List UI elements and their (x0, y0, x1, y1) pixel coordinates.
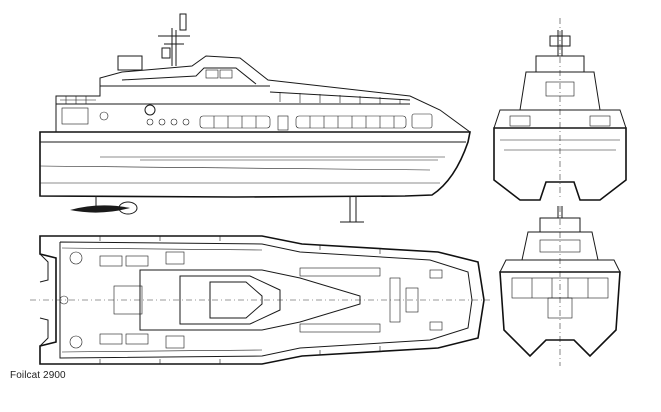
side-profile-view (39, 13, 471, 223)
drawing-caption: Foilcat 2900 (10, 370, 66, 381)
plan-view (30, 235, 490, 365)
bow-view (499, 206, 621, 366)
stern-view (493, 18, 627, 201)
